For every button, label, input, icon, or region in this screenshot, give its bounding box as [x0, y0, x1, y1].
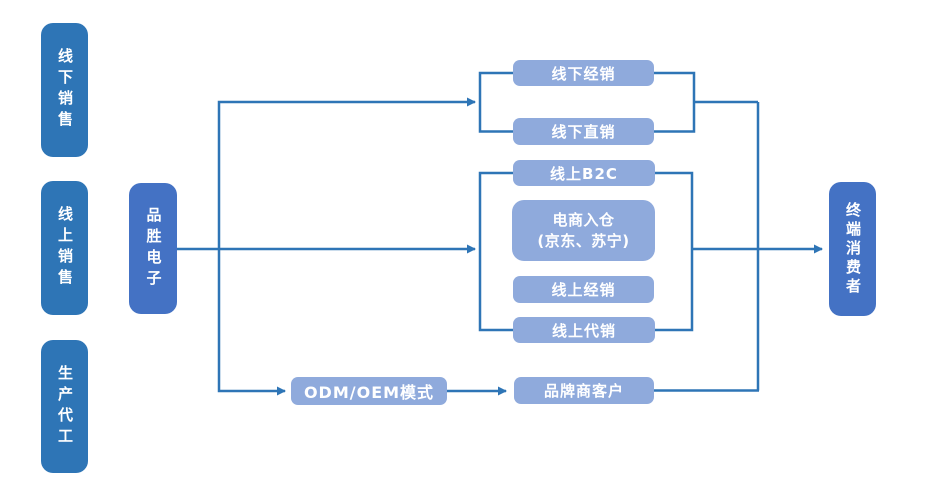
bracket-online-right	[655, 171, 694, 332]
node-online-distribution: 线上经销	[513, 276, 654, 303]
node-online-consignment-label: 线上代销	[551, 321, 616, 340]
bracket-offline-right	[654, 71, 696, 133]
node-company: 品胜电子	[129, 183, 177, 314]
node-online-b2c-label: 线上B2C	[550, 164, 618, 183]
node-brand-customer: 品牌商客户	[514, 377, 654, 404]
connector-company-to-odm-oem	[217, 249, 286, 396]
category-offline-sales-label: 线下销售	[56, 48, 74, 132]
node-ecommerce-warehouse-sublabel: (京东、苏宁)	[537, 231, 630, 250]
category-offline-sales: 线下销售	[41, 23, 88, 157]
node-end-consumer-label: 终端消费者	[844, 201, 862, 297]
node-ecommerce-warehouse-label: 电商入仓	[552, 211, 615, 230]
bracket-offline-left	[478, 71, 513, 133]
node-offline-distribution: 线下经销	[513, 60, 654, 86]
node-end-consumer: 终端消费者	[829, 182, 876, 316]
node-online-consignment: 线上代销	[513, 317, 655, 343]
node-company-label: 品胜电子	[144, 206, 163, 291]
node-online-b2c: 线上B2C	[513, 160, 655, 186]
node-odm-oem-mode-label: ODM/OEM模式	[303, 383, 435, 402]
node-offline-direct-sales: 线下直销	[513, 118, 654, 145]
node-online-distribution-label: 线上经销	[551, 281, 616, 299]
node-brand-customer-label: 品牌商客户	[543, 382, 624, 400]
node-offline-distribution-label: 线下经销	[551, 64, 616, 83]
category-online-sales-label: 线上销售	[56, 206, 74, 290]
connector-company-to-offline-group	[217, 97, 476, 249]
category-online-sales: 线上销售	[41, 181, 88, 315]
node-odm-oem-mode: ODM/OEM模式	[291, 377, 447, 405]
bracket-online-left	[478, 171, 513, 332]
node-ecommerce-warehouse: 电商入仓 (京东、苏宁)	[512, 200, 655, 261]
category-oem-production-label: 生产代工	[56, 364, 74, 449]
category-oem-production: 生产代工	[41, 340, 88, 473]
node-offline-direct-sales-label: 线下直销	[551, 123, 616, 141]
